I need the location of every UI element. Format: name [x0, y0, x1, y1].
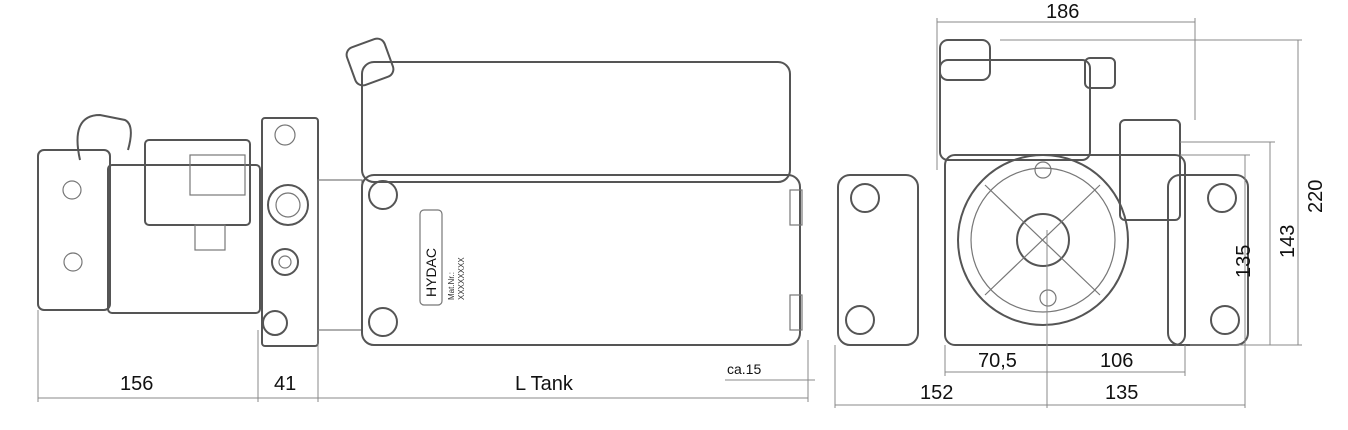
nameplate: HYDAC Mat.Nr.: XXXXXXXX — [419, 209, 466, 306]
hydac-logo: HYDAC — [423, 248, 439, 297]
tank: HYDAC Mat.Nr.: XXXXXXXX — [345, 37, 803, 346]
dim-70-5: 70,5 — [978, 350, 1017, 372]
dim-220: 220 — [1305, 180, 1327, 213]
dim-106: 106 — [1100, 350, 1133, 372]
side-view: HYDAC Mat.Nr.: XXXXXXXX 156 41 L Tank ca… — [37, 37, 815, 402]
material-label: Mat.Nr.: — [447, 272, 456, 300]
dim-152: 152 — [920, 382, 953, 404]
front-dimensions: 186 135 143 220 70,5 106 152 135 — [834, 1, 1327, 408]
dim-135-horizontal: 135 — [1105, 382, 1138, 404]
motor — [37, 113, 261, 314]
dim-135-vertical: 135 — [1233, 245, 1255, 278]
dim-41: 41 — [274, 373, 296, 395]
side-dimensions: 156 41 L Tank ca.15 — [37, 310, 815, 402]
front-view: 186 135 143 220 70,5 106 152 135 — [834, 1, 1327, 408]
dim-186: 186 — [1046, 1, 1079, 23]
valve-block — [261, 117, 363, 347]
dim-ca15: ca.15 — [727, 361, 761, 377]
dim-143: 143 — [1277, 225, 1299, 258]
material-value: XXXXXXXX — [457, 257, 466, 300]
dim-l-tank: L Tank — [515, 373, 574, 395]
dim-156: 156 — [120, 373, 153, 395]
